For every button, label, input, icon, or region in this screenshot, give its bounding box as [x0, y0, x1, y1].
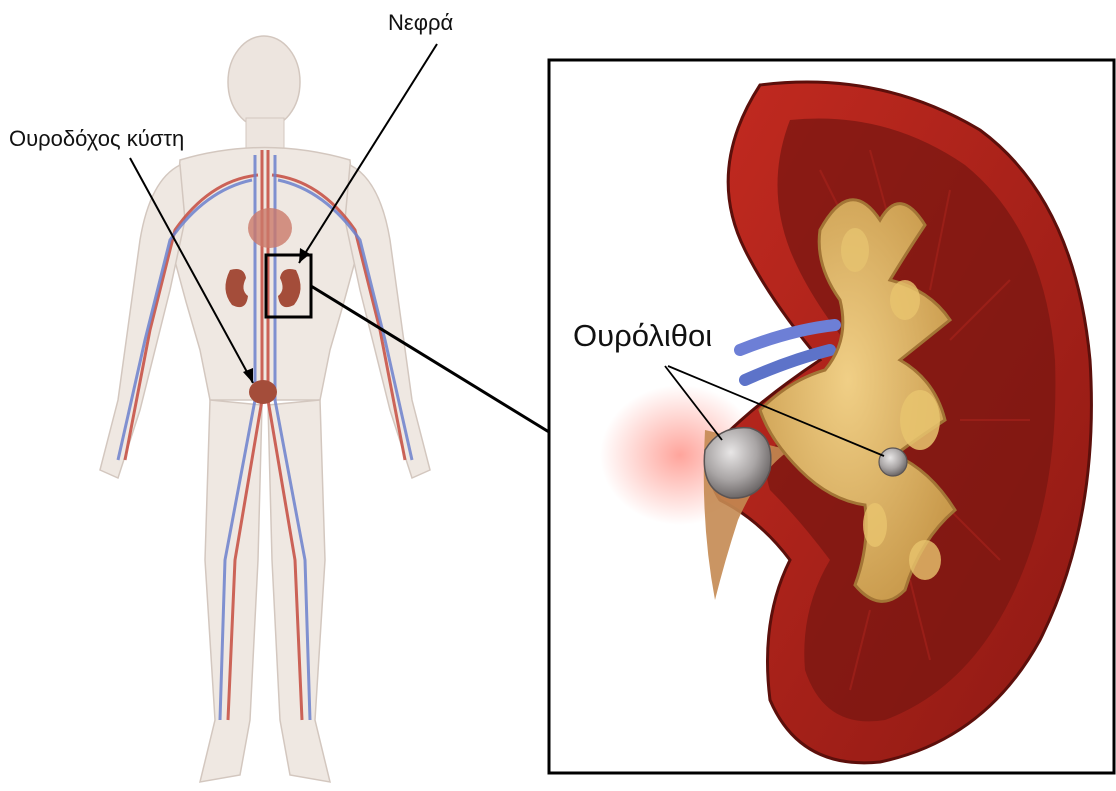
kidneys-label: Νεφρά	[388, 12, 453, 34]
kidney-stone-large	[704, 428, 771, 498]
kidney-cross-section	[600, 82, 1091, 763]
bladder-label: Ουροδόχος κύστη	[9, 128, 184, 150]
zoom-connector-line	[311, 286, 549, 432]
kidney-stone-small	[879, 448, 907, 476]
kidney-stones-label: Ουρόλιθοι	[573, 320, 712, 351]
